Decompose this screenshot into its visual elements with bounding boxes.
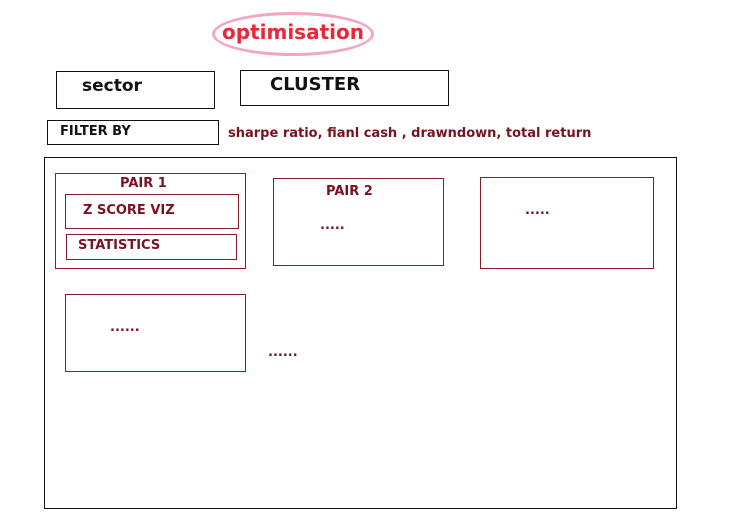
pair-1-title: PAIR 1 (120, 176, 167, 191)
sector-selector[interactable] (56, 71, 215, 109)
zscore-viz-button[interactable] (65, 194, 239, 229)
title-highlight-ellipse (212, 12, 374, 56)
statistics-button[interactable] (66, 234, 237, 260)
pairs-panel (44, 157, 677, 509)
pair-2-title: PAIR 2 (326, 184, 373, 199)
filter-options-text: sharpe ratio, fianl cash , drawndown, to… (228, 126, 592, 141)
pair-card-4[interactable] (65, 294, 246, 372)
zscore-viz-label: Z SCORE VIZ (83, 203, 175, 218)
page-title: optimisation (222, 20, 364, 44)
sector-label: sector (82, 76, 142, 96)
pair-card-2[interactable] (273, 178, 444, 266)
more-pairs-indicator: ...... (268, 345, 298, 360)
statistics-label: STATISTICS (78, 238, 161, 253)
filter-by-selector[interactable] (47, 120, 219, 145)
pair-card-3[interactable] (480, 177, 654, 269)
pair-4-placeholder: ...... (110, 320, 140, 335)
pair-3-placeholder: ..... (525, 203, 550, 218)
pair-card-1[interactable] (55, 173, 246, 269)
pair-2-placeholder: ..... (320, 218, 345, 233)
filter-by-label: FILTER BY (60, 124, 131, 139)
cluster-label: CLUSTER (270, 74, 361, 95)
cluster-selector[interactable] (240, 70, 449, 106)
